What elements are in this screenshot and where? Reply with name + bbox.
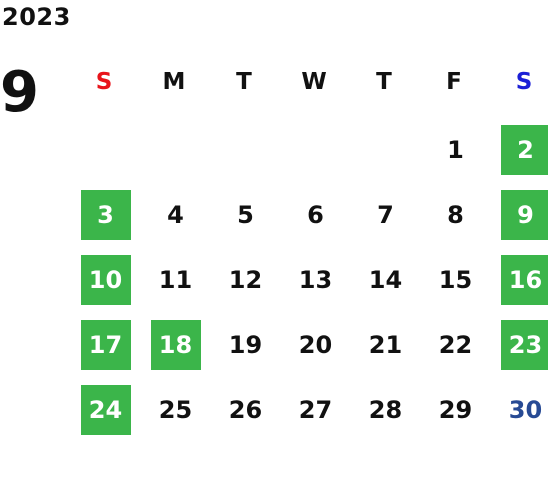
calendar-day[interactable]: 21 [368,331,403,359]
calendar-day[interactable]: 11 [158,266,193,294]
calendar-cell: 8 [419,187,489,252]
calendar-cell: 3 [69,187,139,252]
calendar-cell: 10 [69,252,139,317]
calendar-cell: 20 [279,317,349,382]
holiday-day[interactable]: 9 [500,190,548,240]
calendar-cell: 17 [69,317,139,382]
calendar-day[interactable]: 28 [368,396,403,424]
holiday-day[interactable]: 24 [80,385,131,435]
calendar-day[interactable]: 14 [368,266,403,294]
calendar-cell: 19 [209,317,279,382]
calendar-cell: 7 [349,187,419,252]
holiday-day[interactable]: 16 [500,255,548,305]
weekday-label: T [236,69,252,95]
holiday-day[interactable]: 3 [80,190,131,240]
calendar-cell: 5 [209,187,279,252]
weekday-label: T [376,69,392,95]
calendar-cell: 27 [279,382,349,447]
calendar-cell: 1 [419,122,489,187]
calendar-cell: 4 [139,187,209,252]
weekday-label: W [301,69,327,95]
calendar-day[interactable]: 29 [438,396,473,424]
calendar-cell: 9 [489,187,548,252]
calendar-day[interactable]: 13 [298,266,333,294]
calendar-cell [69,122,139,187]
calendar-cell: 28 [349,382,419,447]
calendar-cell: 24 [69,382,139,447]
calendar-day[interactable]: 1 [447,136,464,164]
calendar-cell: 25 [139,382,209,447]
calendar-cell: 23 [489,317,548,382]
weekday-label: S [95,69,113,95]
calendar-year: 2023 [2,3,71,31]
holiday-day[interactable]: 17 [80,320,131,370]
calendar-cell: 13 [279,252,349,317]
calendar-day[interactable]: 20 [298,331,333,359]
calendar-month: 9 [0,60,39,125]
weekday-label: M [162,69,186,95]
calendar-cell: 11 [139,252,209,317]
calendar-day[interactable]: 5 [237,201,254,229]
weekday-label: F [446,69,462,95]
calendar-day[interactable]: 26 [228,396,263,424]
calendar-day[interactable]: 4 [167,201,184,229]
calendar-cell: 6 [279,187,349,252]
calendar-day[interactable]: 27 [298,396,333,424]
calendar-day[interactable]: 15 [438,266,473,294]
calendar-cell [209,122,279,187]
calendar-cell: 12 [209,252,279,317]
calendar-cell: 29 [419,382,489,447]
holiday-day[interactable]: 23 [500,320,548,370]
calendar-cell [139,122,209,187]
calendar-cell: 18 [139,317,209,382]
calendar-day[interactable]: 7 [377,201,394,229]
weekday-label: S [515,69,533,95]
calendar-day[interactable]: 19 [228,331,263,359]
calendar-day[interactable]: 6 [307,201,324,229]
holiday-day[interactable]: 2 [500,125,548,175]
calendar-day[interactable]: 8 [447,201,464,229]
calendar-day[interactable]: 12 [228,266,263,294]
calendar-cell: 14 [349,252,419,317]
calendar-cell: 15 [419,252,489,317]
calendar-cell [349,122,419,187]
calendar-cell: 21 [349,317,419,382]
calendar-cell: 16 [489,252,548,317]
calendar-cell: 26 [209,382,279,447]
calendar-cell: 30 [489,382,548,447]
calendar-cell: 2 [489,122,548,187]
calendar-cell: 22 [419,317,489,382]
holiday-day[interactable]: 10 [80,255,131,305]
holiday-day[interactable]: 18 [150,320,201,370]
calendar-cell [279,122,349,187]
calendar-day[interactable]: 25 [158,396,193,424]
calendar-day[interactable]: 22 [438,331,473,359]
calendar-day[interactable]: 30 [508,396,543,424]
